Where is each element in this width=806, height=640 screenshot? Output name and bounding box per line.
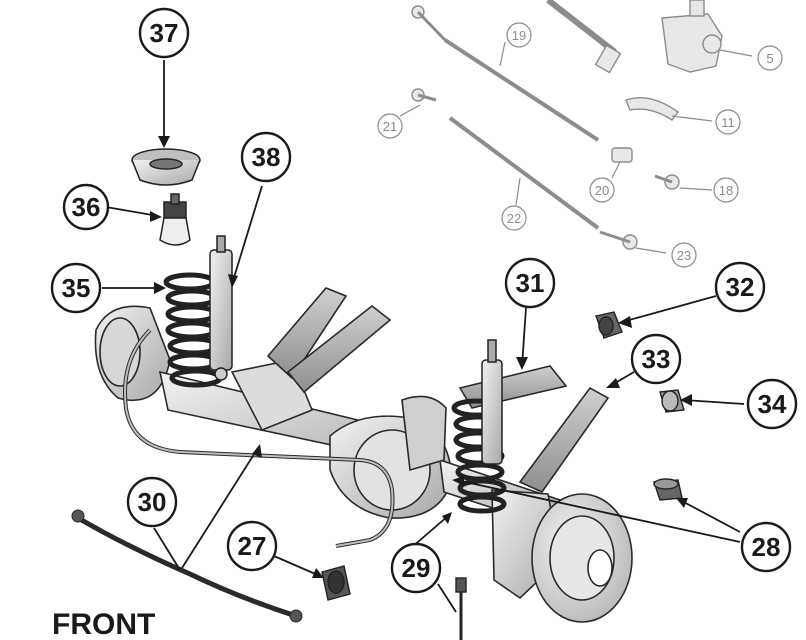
callout-number: 28: [752, 532, 781, 562]
callout-circle: [740, 521, 792, 573]
leader-lines: [102, 60, 745, 613]
front-label: FRONT: [52, 608, 155, 640]
callout-number: 32: [726, 272, 755, 302]
bushing-34: [659, 389, 685, 413]
callout-number: 36: [72, 192, 101, 222]
callout-circle: [506, 22, 532, 48]
callout-number: 23: [677, 248, 691, 263]
track-bar: [71, 509, 303, 623]
callout-33: 33: [630, 333, 682, 385]
arrow-heads: [150, 136, 692, 578]
callout-number: 18: [719, 183, 733, 198]
callout-21: 21: [377, 113, 403, 139]
spring-isolator: [131, 148, 201, 186]
bushing-27: [321, 565, 351, 601]
callout-number: 33: [642, 344, 671, 374]
callout-number: 31: [516, 268, 545, 298]
callout-circle: [715, 109, 741, 135]
adjuster-rod: [546, 0, 617, 55]
callout-circle: [50, 262, 102, 314]
axle-assembly: [94, 305, 633, 623]
callout-number: 27: [238, 531, 267, 561]
callout-number: 21: [383, 119, 397, 134]
callout-number: 35: [62, 273, 91, 303]
callout-number: 34: [758, 389, 787, 419]
jounce-bumper: [159, 193, 191, 246]
callout-circle: [671, 242, 697, 268]
callout-number: 30: [138, 487, 167, 517]
callout-5: 5: [757, 45, 783, 71]
callout-38: 38: [240, 131, 292, 183]
right-axle-bracket: [401, 395, 447, 472]
callout-circle: [126, 476, 178, 528]
callout-circle: [713, 177, 739, 203]
tie-rod: [448, 116, 600, 230]
callout-29: 29: [390, 542, 442, 594]
callout-number: 38: [252, 142, 281, 172]
left-upper-arm: [266, 287, 348, 380]
callout-circle: [62, 183, 110, 231]
left-lower-arm: [286, 304, 392, 394]
callout-circle: [390, 542, 442, 594]
right-lower-arm: [518, 386, 610, 494]
right-shock-absorber: [481, 339, 503, 465]
callout-circle: [226, 520, 278, 572]
callout-34: 34: [746, 378, 798, 430]
callout-35: 35: [50, 262, 102, 314]
callout-27: 27: [226, 520, 278, 572]
drag-link: [443, 38, 600, 142]
callout-circle: [757, 45, 783, 71]
callout-number: 19: [512, 28, 526, 43]
nut-28: [653, 478, 683, 501]
callout-number: 20: [595, 183, 609, 198]
link-29: [455, 577, 467, 640]
callout-19: 19: [506, 22, 532, 48]
left-hub: [99, 317, 141, 387]
callout-37: 37: [138, 7, 190, 59]
callout-11: 11: [715, 109, 741, 135]
faded-leaders: [399, 41, 753, 254]
callout-circle: [589, 177, 615, 203]
tie-rod-end-20: [611, 147, 633, 163]
callout-circle: [377, 113, 403, 139]
callout-circle: [138, 7, 190, 59]
callout-number: 22: [507, 211, 521, 226]
callout-23: 23: [671, 242, 697, 268]
callout-number: 29: [402, 553, 431, 583]
control-arms: [266, 287, 610, 494]
callout-28: 28: [740, 521, 792, 573]
callout-20: 20: [589, 177, 615, 203]
callout-30: 30: [126, 476, 178, 528]
callout-circle: [504, 257, 556, 309]
callout-number: 11: [721, 115, 735, 130]
callout-31: 31: [504, 257, 556, 309]
callout-32: 32: [714, 261, 766, 313]
steering-gear: [661, 13, 723, 73]
pitman-arm: [625, 97, 679, 121]
callout-circle: [240, 131, 292, 183]
callout-circle: [501, 205, 527, 231]
steering-linkage-group: [411, 0, 723, 250]
callout-36: 36: [62, 183, 110, 231]
callout-22: 22: [501, 205, 527, 231]
left-shock-absorber: [209, 235, 233, 381]
callout-circle: [630, 333, 682, 385]
callout-number: 5: [766, 51, 773, 66]
callout-number: 37: [150, 18, 179, 48]
callout-circle: [714, 261, 766, 313]
callout-circle: [746, 378, 798, 430]
callout-18: 18: [713, 177, 739, 203]
hub-bore: [587, 549, 613, 587]
bushing-32: [595, 311, 623, 339]
callouts-layer: 37 38 36 35 31 32 33 34 30 27 29 28 19 5 11 21 20 18 22 23: [50, 7, 798, 594]
